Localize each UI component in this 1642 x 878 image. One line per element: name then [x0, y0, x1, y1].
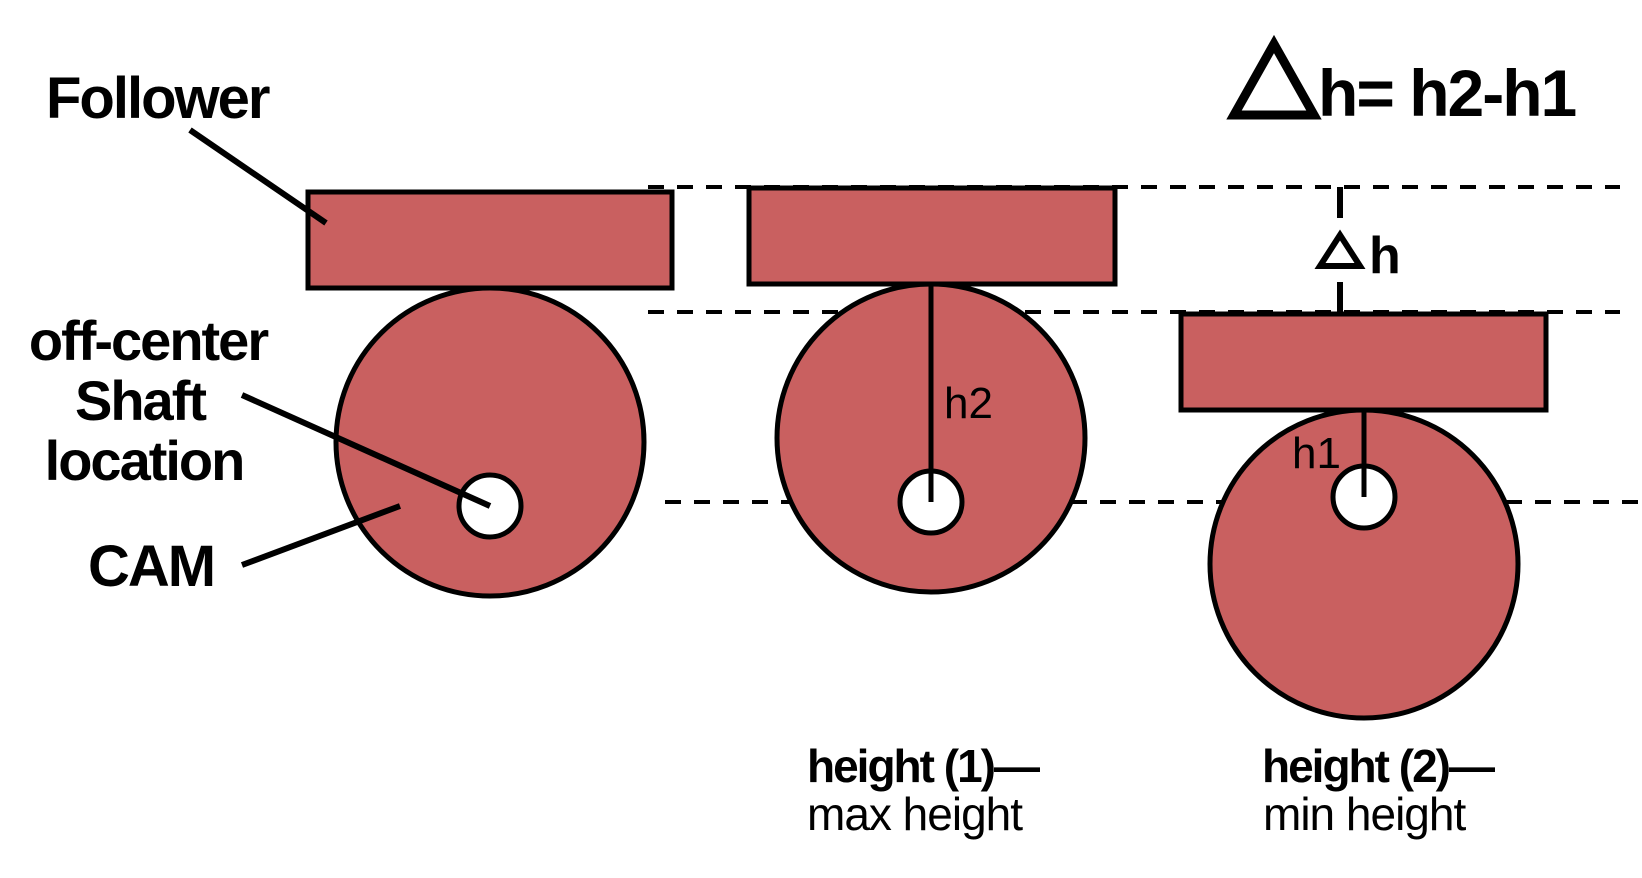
- formula-text: h= h2-h1: [1318, 56, 1576, 130]
- triangle-delta-icon: [1314, 229, 1366, 269]
- cam-assembly-2: [746, 185, 1118, 595]
- cam-assembly-3: [1178, 311, 1549, 721]
- height1-caption-subtitle: max height: [807, 788, 1023, 840]
- follower-block-2: [746, 185, 1118, 287]
- triangle-delta-icon: [1226, 34, 1322, 120]
- shaft-label-line3: location: [45, 429, 244, 492]
- height2-caption-title: height (2)—: [1262, 740, 1495, 792]
- cam-label: CAM: [88, 534, 214, 599]
- shaft-label-line2: Shaft: [75, 369, 206, 432]
- height1-caption-title: height (1)—: [807, 740, 1040, 792]
- height2-caption-subtitle: min height: [1263, 788, 1466, 840]
- follower-label: Follower: [46, 66, 270, 131]
- follower-block-1: [305, 189, 675, 291]
- shaft-leader-line: [240, 392, 492, 509]
- shaft-label-line1: off-center: [29, 309, 268, 372]
- delta-formula: h= h2-h1: [1226, 34, 1578, 130]
- delta-h-marker: h: [1314, 187, 1401, 312]
- follower-leader-line: [188, 127, 328, 226]
- cam-disc-1: [333, 285, 647, 599]
- follower-block-3: [1178, 311, 1549, 413]
- delta-h-label: h: [1369, 227, 1401, 285]
- cam-assembly-1: [305, 189, 675, 599]
- h1-label: h1: [1292, 429, 1341, 478]
- cam-leader-line: [240, 503, 402, 568]
- h2-label: h2: [944, 379, 993, 428]
